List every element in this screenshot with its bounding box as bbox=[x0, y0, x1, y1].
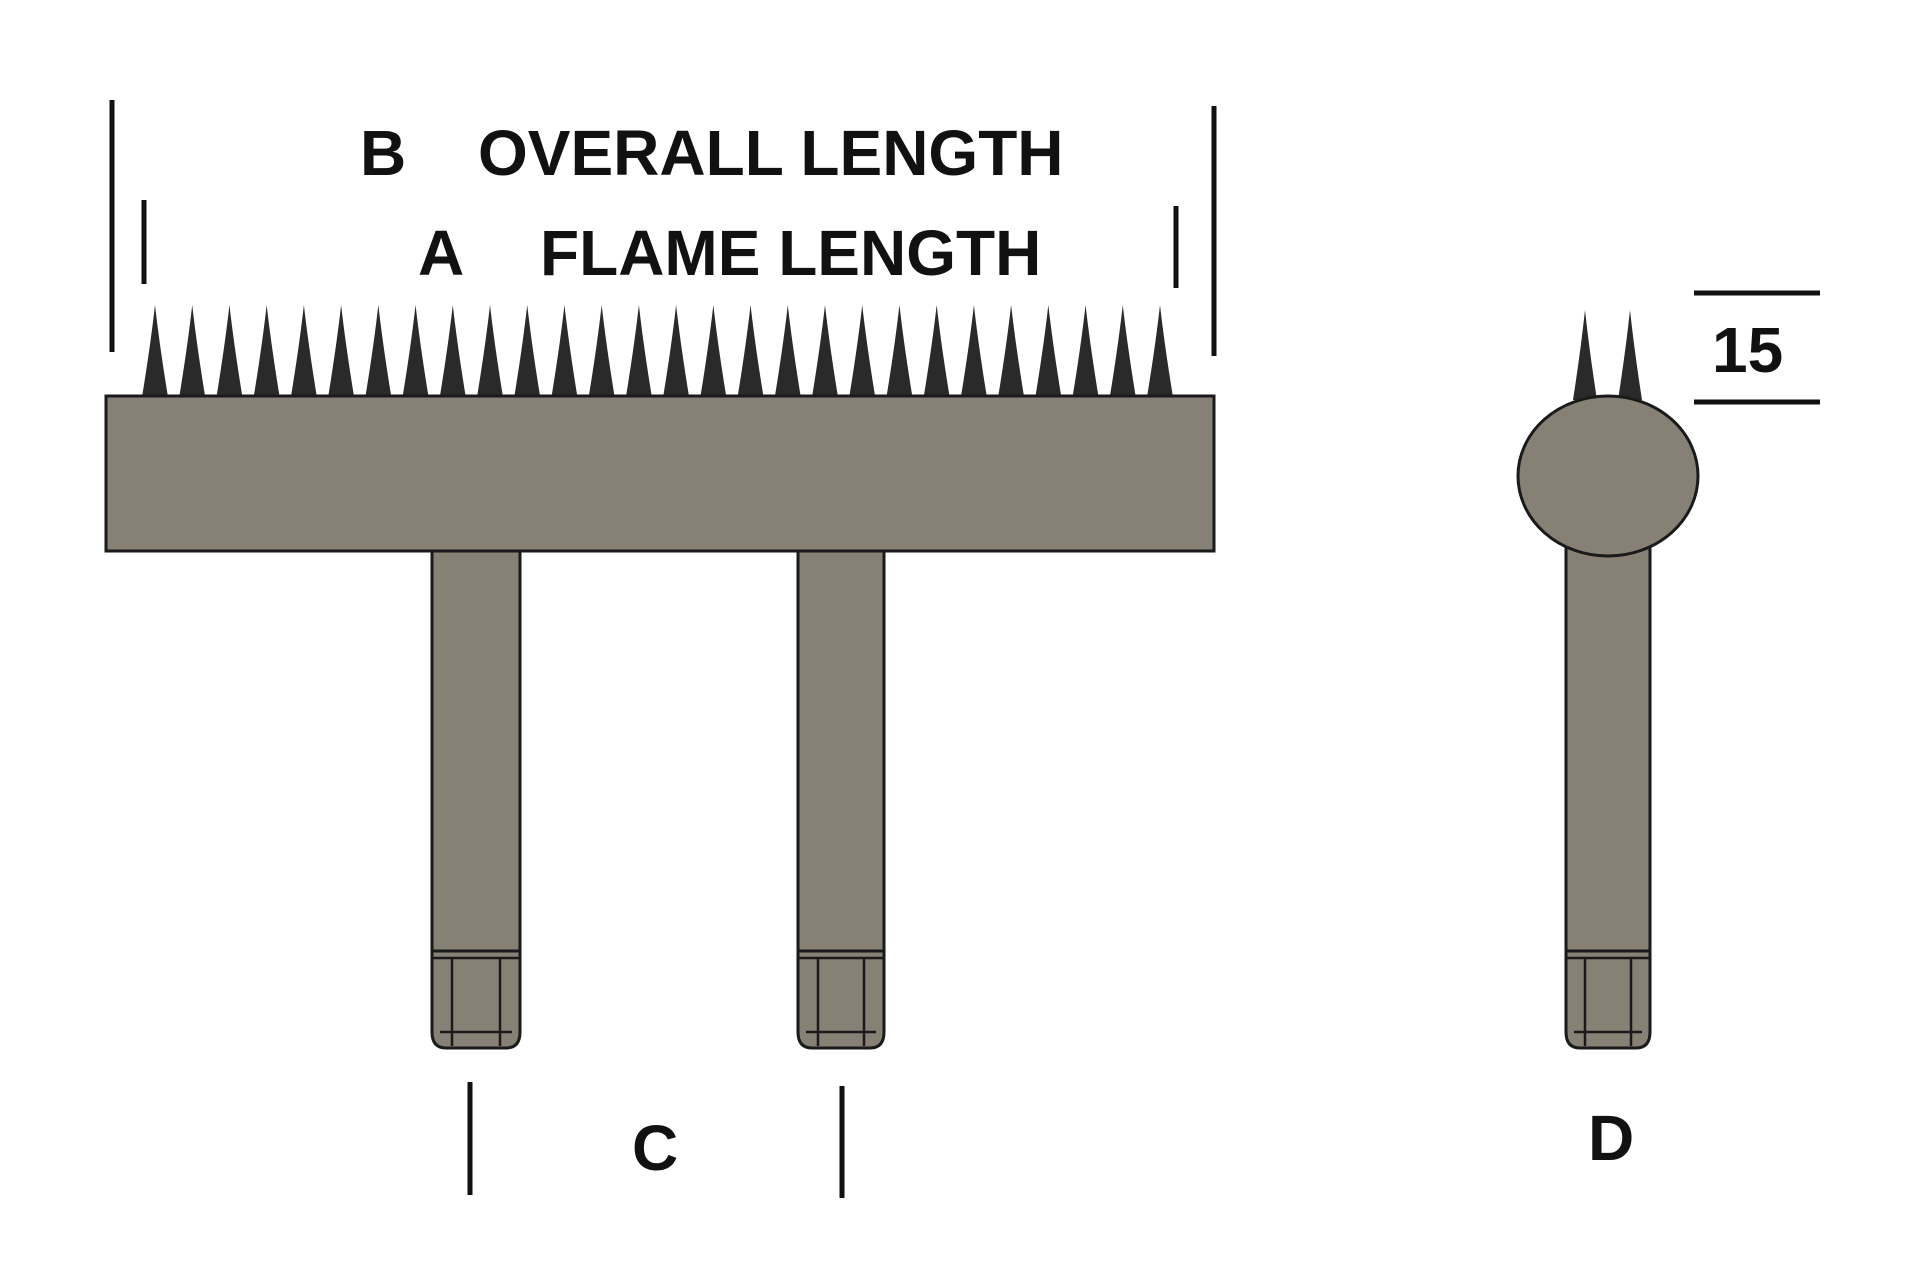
flame-spike bbox=[142, 305, 168, 397]
flame-spike bbox=[774, 305, 801, 397]
flame-spike bbox=[700, 305, 727, 397]
flame-spike bbox=[923, 305, 950, 397]
flame-spike bbox=[737, 305, 764, 397]
flame-spike bbox=[812, 305, 838, 397]
side-view-shaft bbox=[1564, 538, 1652, 953]
flame-spike bbox=[439, 305, 466, 397]
right-post-fitting bbox=[796, 949, 886, 1050]
flame-spike bbox=[1573, 310, 1597, 400]
flame-spike bbox=[588, 305, 615, 397]
overall-length-label: OVERALL LENGTH bbox=[478, 117, 1064, 189]
flame-spike bbox=[998, 305, 1025, 397]
flame-spike bbox=[216, 305, 243, 397]
flame-spike bbox=[514, 305, 541, 397]
flame-spike bbox=[1072, 305, 1099, 397]
flame-spike bbox=[849, 305, 876, 397]
flame-spike bbox=[663, 305, 690, 397]
flame-spike bbox=[365, 305, 392, 397]
left-mounting-post bbox=[430, 549, 522, 1050]
right-mounting-post bbox=[796, 549, 886, 1050]
flame-spike bbox=[1109, 305, 1136, 397]
flame-spike bbox=[328, 305, 355, 397]
flame-height-value: 15 bbox=[1712, 314, 1783, 386]
flame-spike bbox=[290, 305, 317, 397]
flame-spike bbox=[477, 305, 503, 397]
left-post-fitting bbox=[430, 949, 522, 1050]
burner-bar bbox=[104, 394, 1216, 553]
flame-length-letter: A bbox=[418, 217, 464, 289]
flame-spike bbox=[253, 305, 280, 397]
side-view-fitting bbox=[1564, 949, 1652, 1050]
right-post-shaft bbox=[796, 549, 886, 953]
side-view bbox=[1516, 310, 1700, 1050]
flame-spike bbox=[1618, 310, 1642, 400]
spacing-letter: C bbox=[632, 1112, 678, 1184]
overall-length-letter: B bbox=[360, 117, 406, 189]
flame-spikes bbox=[142, 305, 1173, 397]
side-view-head bbox=[1516, 394, 1700, 558]
flame-spike bbox=[960, 305, 987, 397]
left-post-shaft bbox=[430, 549, 522, 953]
flame-spike bbox=[1147, 305, 1173, 397]
flame-spike bbox=[402, 305, 429, 397]
diameter-letter: D bbox=[1588, 1102, 1634, 1174]
flame-length-label: FLAME LENGTH bbox=[540, 217, 1041, 289]
flame-spike bbox=[551, 305, 578, 397]
flame-spike bbox=[625, 305, 652, 397]
side-view-spikes bbox=[1573, 310, 1642, 400]
flame-spike bbox=[886, 305, 913, 397]
flame-spike bbox=[1035, 305, 1062, 397]
flame-spike bbox=[179, 305, 206, 397]
